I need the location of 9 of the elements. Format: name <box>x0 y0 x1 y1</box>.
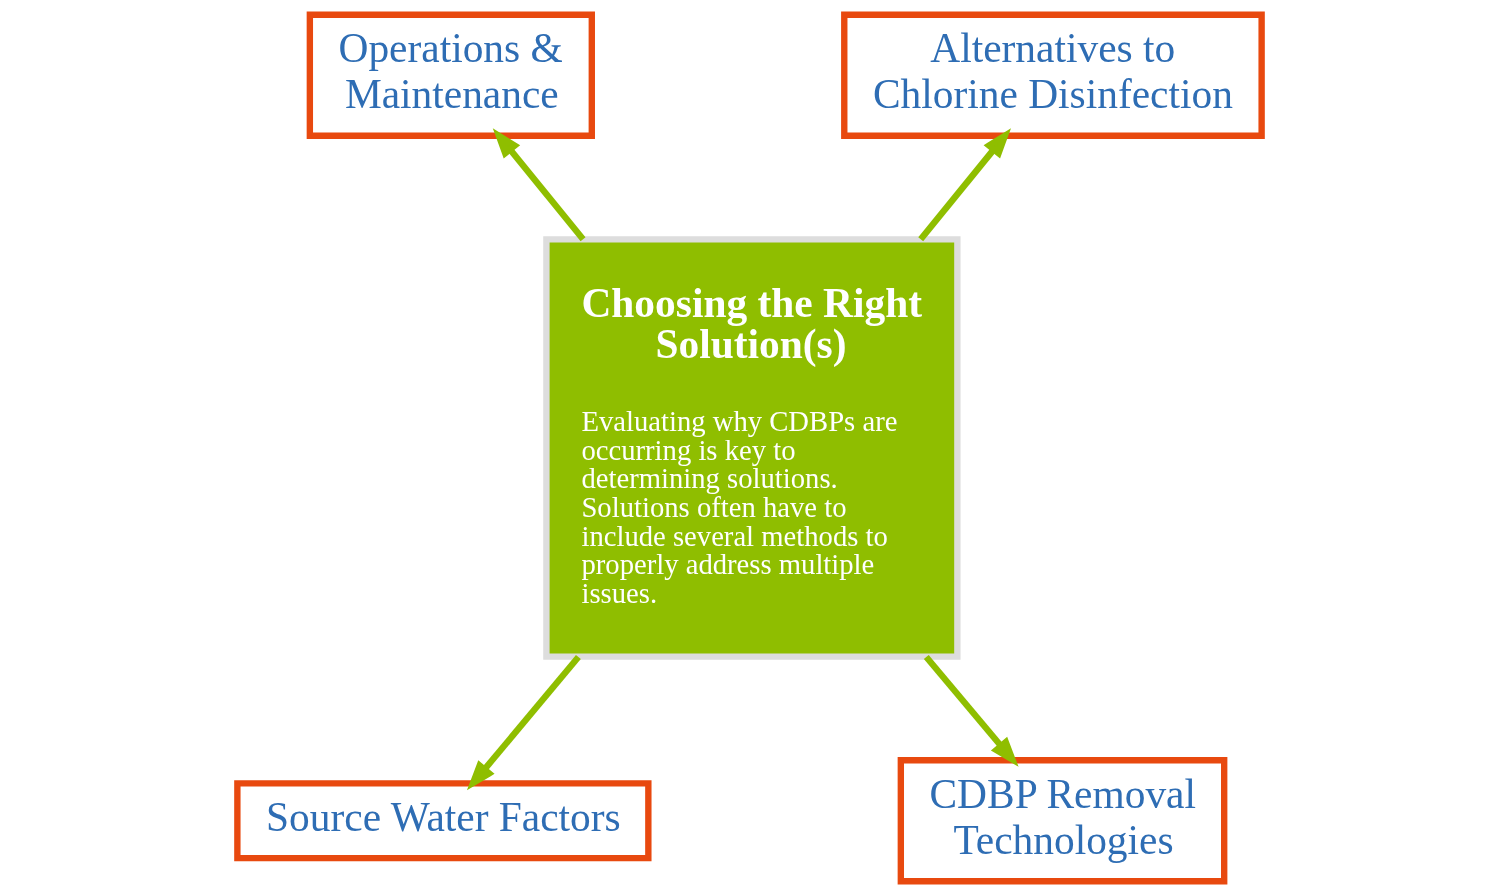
node-box: Choosing the Right Solution(s) Evaluating why CDBPs are occurring is key to determining solutions. Solutions often have to include several methods to properly address multiple issues. <box>543 236 961 660</box>
node-box: Alternatives to Chlorine Disinfection <box>841 11 1265 139</box>
node-box: Operations & Maintenance <box>306 11 595 139</box>
arrow <box>918 128 1011 242</box>
arrow <box>466 655 581 791</box>
arrow <box>923 655 1019 767</box>
node-box: Source Water Factors <box>234 780 652 862</box>
arrow <box>492 128 586 242</box>
node-box: CDBP Removal Technologies <box>897 757 1228 885</box>
